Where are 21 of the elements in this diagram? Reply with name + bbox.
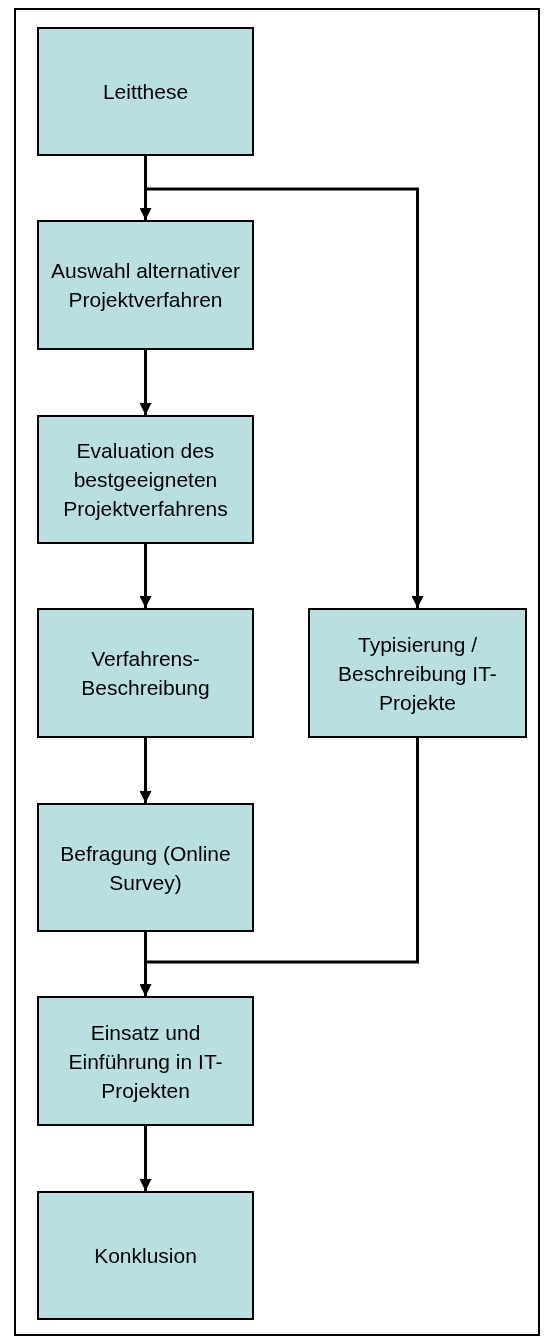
box-label: Leitthese — [102, 79, 189, 105]
process-box — [37, 415, 254, 544]
arrow — [139, 738, 152, 803]
box-label: Typisierung / Beschreibung IT-Projekte — [337, 631, 498, 716]
arrow — [139, 1126, 152, 1191]
arrow — [139, 544, 152, 608]
process-box — [37, 220, 254, 350]
arrow — [139, 738, 419, 996]
box-label: Befragung (Online Survey) — [59, 840, 232, 896]
process-box — [37, 608, 254, 738]
process-box — [308, 608, 527, 738]
arrow — [139, 350, 152, 415]
process-box — [37, 803, 254, 932]
process-box — [37, 27, 254, 156]
box-label: Evaluation des bestgeeigneten Projektverfahrens — [62, 438, 229, 522]
process-box — [37, 996, 254, 1126]
box-label: Verfahrens-Beschreibung — [80, 646, 211, 701]
box-label: Einsatz und Einführung in IT-Projekten — [67, 1019, 224, 1104]
process-box — [37, 1191, 254, 1320]
box-label: Auswahl alternativer Projektverfahren — [49, 258, 242, 313]
box-label: Konklusion — [94, 1243, 197, 1269]
